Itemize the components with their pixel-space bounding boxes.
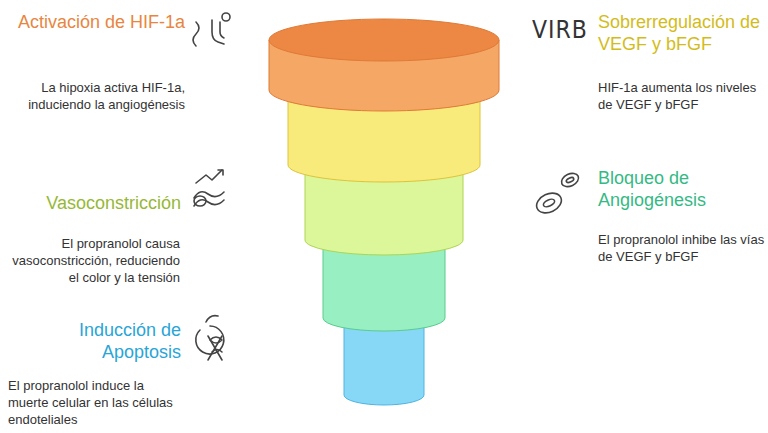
cylinder-top <box>269 19 499 61</box>
vasoconstriction-icon <box>194 170 224 206</box>
step-heading: Vasoconstricción <box>5 193 181 215</box>
step-heading: Activación de HIF-1a <box>5 12 185 34</box>
step-description: La hipoxia activa HIF-1a, induciendo la … <box>5 80 185 114</box>
step-heading: Inducción de Apoptosis <box>5 320 181 363</box>
step-description: El propranolol inhibe las vías de VEGF y… <box>598 232 766 266</box>
apoptosis-icon <box>196 316 224 360</box>
step-description: El propranolol causa vasoconstricción, r… <box>12 236 180 287</box>
step-description: El propranolol induce la muerte celular … <box>8 378 186 429</box>
icons <box>193 13 581 360</box>
step-heading: Bloqueo de Angiogénesis <box>598 168 763 211</box>
step-heading: Sobrerregulación de VEGF y bFGF <box>598 12 763 55</box>
icon-text: VIRB <box>532 14 592 46</box>
step-description: HIF-1a aumenta los niveles de VEGF y bFG… <box>598 80 766 114</box>
blood-cells-icon <box>533 171 580 217</box>
funnel-cylinders <box>269 19 499 405</box>
receptor-icon <box>193 13 230 46</box>
